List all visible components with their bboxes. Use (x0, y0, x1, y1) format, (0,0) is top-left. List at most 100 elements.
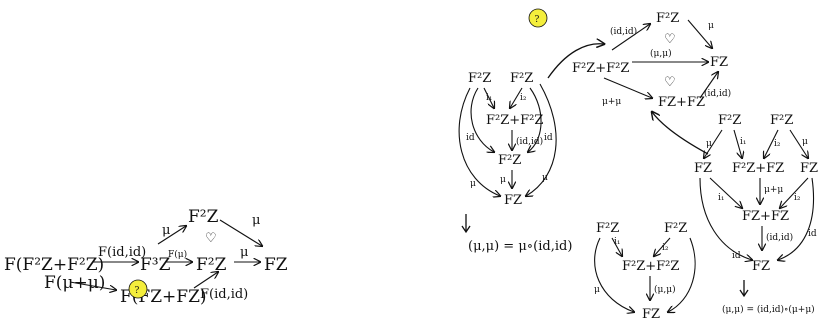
node-f-f2z-sum: F(F²Z+F²Z) (4, 255, 104, 275)
top-arrow-mu (687, 19, 712, 48)
g1-arrow-i1 (483, 87, 494, 108)
label-mu-2: μ (252, 213, 260, 228)
top-arrow-idid (611, 24, 650, 51)
g4-node-fz-2: FZ (800, 161, 818, 176)
g1-node-sum: F²Z+F²Z (486, 113, 543, 128)
g4-label-idid: (id,id) (766, 232, 793, 243)
g3-node-fz: FZ (642, 307, 660, 322)
g1-label-mu-right: μ (542, 173, 548, 183)
g4-label-mupm: μ+μ (764, 185, 783, 195)
g3-node-sum: F²Z+F²Z (622, 259, 679, 274)
top-arrow-idid2 (699, 72, 718, 99)
g4-node-fz-bottom: FZ (752, 259, 770, 274)
g4-label-i1b: i₁ (718, 193, 725, 203)
g1-arrow-mu-right (526, 83, 557, 196)
g4-arrow-mu2 (789, 129, 808, 158)
g1-label-mu-left: μ (470, 179, 476, 189)
top-heart-icon-1: ♡ (664, 32, 676, 47)
question-badge-icon-2 (528, 8, 548, 28)
label-mu-1: μ (162, 223, 170, 238)
g1-label-mu: μ (500, 175, 506, 185)
right-diagram: ? F²Z F²Z i₁ i₂ F²Z+F²Z (id,id) id id F²… (458, 8, 818, 322)
g4-label-mu2: μ (802, 137, 808, 147)
g4-label-mu1: μ (706, 139, 712, 149)
g1-node-f2z-mid: F²Z (498, 153, 521, 168)
arrow-fmupmu (69, 281, 116, 290)
g4-arrow-mu1 (704, 129, 723, 158)
g4-arrow-i1b (709, 177, 742, 208)
g4-implies-arrow-icon (739, 280, 749, 298)
g1-node-f2z-b: F²Z (510, 71, 533, 86)
g1-arrow-i2 (510, 87, 523, 108)
g3-label-mu: μ (594, 285, 600, 295)
g3-arrow-i1 (611, 237, 622, 256)
label-f-id-id: F(id,id) (98, 245, 146, 260)
top-label-idid: (id,id) (610, 26, 637, 37)
g3-node-f2z-b: F²Z (664, 221, 687, 236)
g1-node-fz: FZ (504, 193, 522, 208)
top-arrow-mupmu (603, 77, 652, 98)
arrow-fidid-up (193, 272, 218, 289)
top-label-mumu: (μ,μ) (650, 48, 672, 59)
g4-node-fz-1: FZ (694, 161, 712, 176)
top-arrow-double-1 (547, 44, 604, 79)
node-fz: FZ (264, 255, 288, 275)
g1-implies-arrow-icon (461, 214, 471, 234)
g4-node-f2z-a: F²Z (718, 113, 741, 128)
g4-arrow-id-left (699, 177, 752, 260)
top-node-fzfz: FZ+FZ (658, 95, 705, 110)
g3-label-i1: i₁ (614, 237, 621, 247)
top-node-sum: F²Z+F²Z (572, 61, 629, 76)
g4-node-f2z-b: F²Z (770, 113, 793, 128)
g1-node-f2z-a: F²Z (468, 71, 491, 86)
top-label-mu: μ (708, 21, 714, 31)
left-diagram: F(F²Z+F²Z) F²Z F³Z F²Z FZ F(μ+μ) F(FZ+FZ… (4, 207, 288, 307)
g1-label-id-left: id (466, 133, 475, 143)
g4-arrow-id-right (778, 177, 815, 260)
label-f-mu: F(μ) (168, 249, 187, 260)
g4-label-i2b: i₂ (794, 193, 801, 203)
top-node-fz: FZ (710, 55, 728, 70)
node-f-mu-plus-mu: F(μ+μ) (44, 273, 105, 293)
arrow-mu-up (157, 226, 186, 245)
g1-label-i1: i₁ (486, 93, 493, 103)
g4-arrow-i2b (780, 177, 809, 208)
question-badge-icon (128, 279, 148, 299)
g1-arrow-id-left (470, 87, 494, 152)
g3-arrow-i2 (654, 237, 671, 256)
question-mark-2: ? (535, 15, 540, 25)
g4-label-i1: i₁ (740, 137, 747, 147)
top-node-f2z: F²Z (656, 11, 679, 26)
label-mu-3: μ (240, 245, 248, 260)
g1-equation: (μ,μ) = μ∘(id,id) (468, 239, 572, 254)
g3-node-f2z-a: F²Z (596, 221, 619, 236)
question-mark: ? (135, 286, 140, 296)
g4-arrow-i1 (733, 129, 742, 158)
g1-arrow-mu-left (458, 87, 500, 196)
g4-node-fzfz: FZ+FZ (742, 209, 789, 224)
top-heart-icon-2: ♡ (664, 75, 676, 90)
g3-arrow-mu-right (668, 237, 696, 312)
g3-label-i2: i₂ (662, 243, 669, 253)
g3-label-mumu: (μ,μ) (654, 284, 676, 295)
label-f-id-id-2: F(id,id) (200, 287, 248, 302)
g4-arrow-i2 (764, 129, 779, 158)
g3-arrow-mu-left (594, 237, 634, 312)
top-label-idid2: (id,id) (704, 88, 731, 99)
g4-node-sum: F²Z+FZ (732, 161, 784, 176)
top-arrow-double-2 (652, 112, 709, 155)
node-f2z-top: F²Z (188, 207, 219, 227)
g4-label-id-right: id (808, 229, 817, 239)
node-f2z-mid: F²Z (196, 255, 227, 275)
g4-label-i2: i₂ (774, 139, 781, 149)
g1-label-id-right: id (544, 133, 553, 143)
arrow-mu-right (219, 219, 262, 246)
commute-heart-icon: ♡ (205, 231, 217, 246)
g1-label-idid: (id,id) (516, 136, 543, 147)
g1-arrow-id-right (528, 87, 542, 152)
g4-equation: (μ,μ) = (id,id)∘(μ+μ) (722, 304, 815, 315)
g1-label-i2: i₂ (520, 93, 527, 103)
node-f3z: F³Z (140, 255, 171, 275)
g4-label-id-left: id (732, 251, 741, 261)
